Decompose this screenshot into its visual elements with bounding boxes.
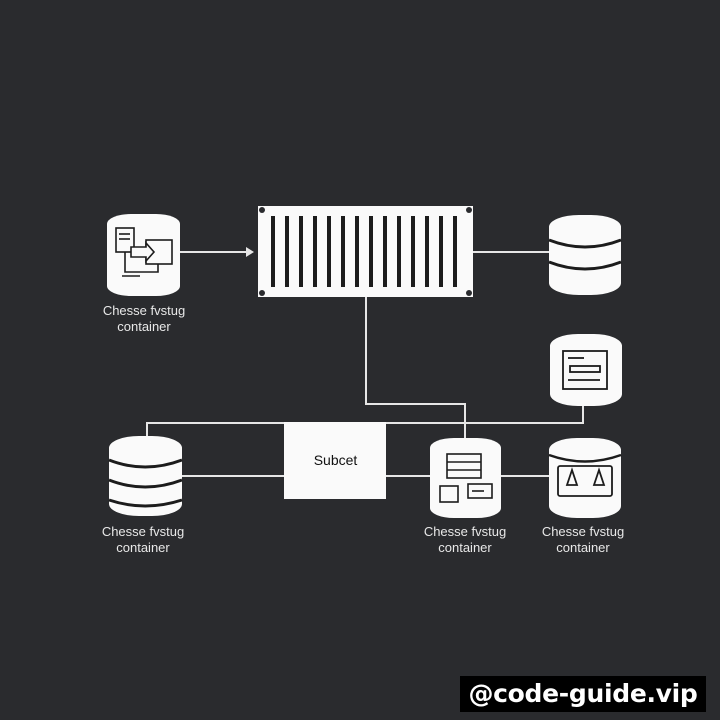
label-line-1: Chesse fvstug xyxy=(423,524,507,539)
label-line-1: Chesse fvstug xyxy=(102,303,186,318)
label-line-1: Chesse fvstug xyxy=(101,524,185,539)
document-database-icon xyxy=(550,334,622,406)
label-line-2: container xyxy=(116,540,170,555)
node-label-top-left: Chesse fvstug container xyxy=(74,303,214,335)
app-container-icon xyxy=(107,214,180,296)
subnet-box xyxy=(284,422,386,499)
alert-icon xyxy=(557,465,613,497)
subnet-label: Subcet xyxy=(313,452,358,468)
label-line-2: container xyxy=(438,540,492,555)
node-label-bottom-right: Chesse fvstug container xyxy=(513,524,653,556)
label-line-2: container xyxy=(556,540,610,555)
database-icon-bottom-left xyxy=(108,436,183,516)
database-icon-top-right xyxy=(548,215,622,295)
connector-container-down xyxy=(365,297,466,440)
watermark: @code-guide.vip xyxy=(460,676,706,712)
node-label-bottom-mid: Chesse fvstug container xyxy=(395,524,535,556)
warning-container-icon xyxy=(548,438,622,518)
layout-blocks-icon xyxy=(439,453,493,503)
container-ribs xyxy=(271,216,457,287)
label-line-2: container xyxy=(117,319,171,334)
node-label-bottom-left: Chesse fvstug container xyxy=(73,524,213,556)
label-line-1: Chesse fvstug xyxy=(541,524,625,539)
arrowhead xyxy=(246,247,254,257)
document-icon xyxy=(562,350,608,390)
app-flow-icon xyxy=(115,227,173,277)
layout-container-icon xyxy=(430,438,501,518)
shipping-container-icon xyxy=(258,206,473,297)
